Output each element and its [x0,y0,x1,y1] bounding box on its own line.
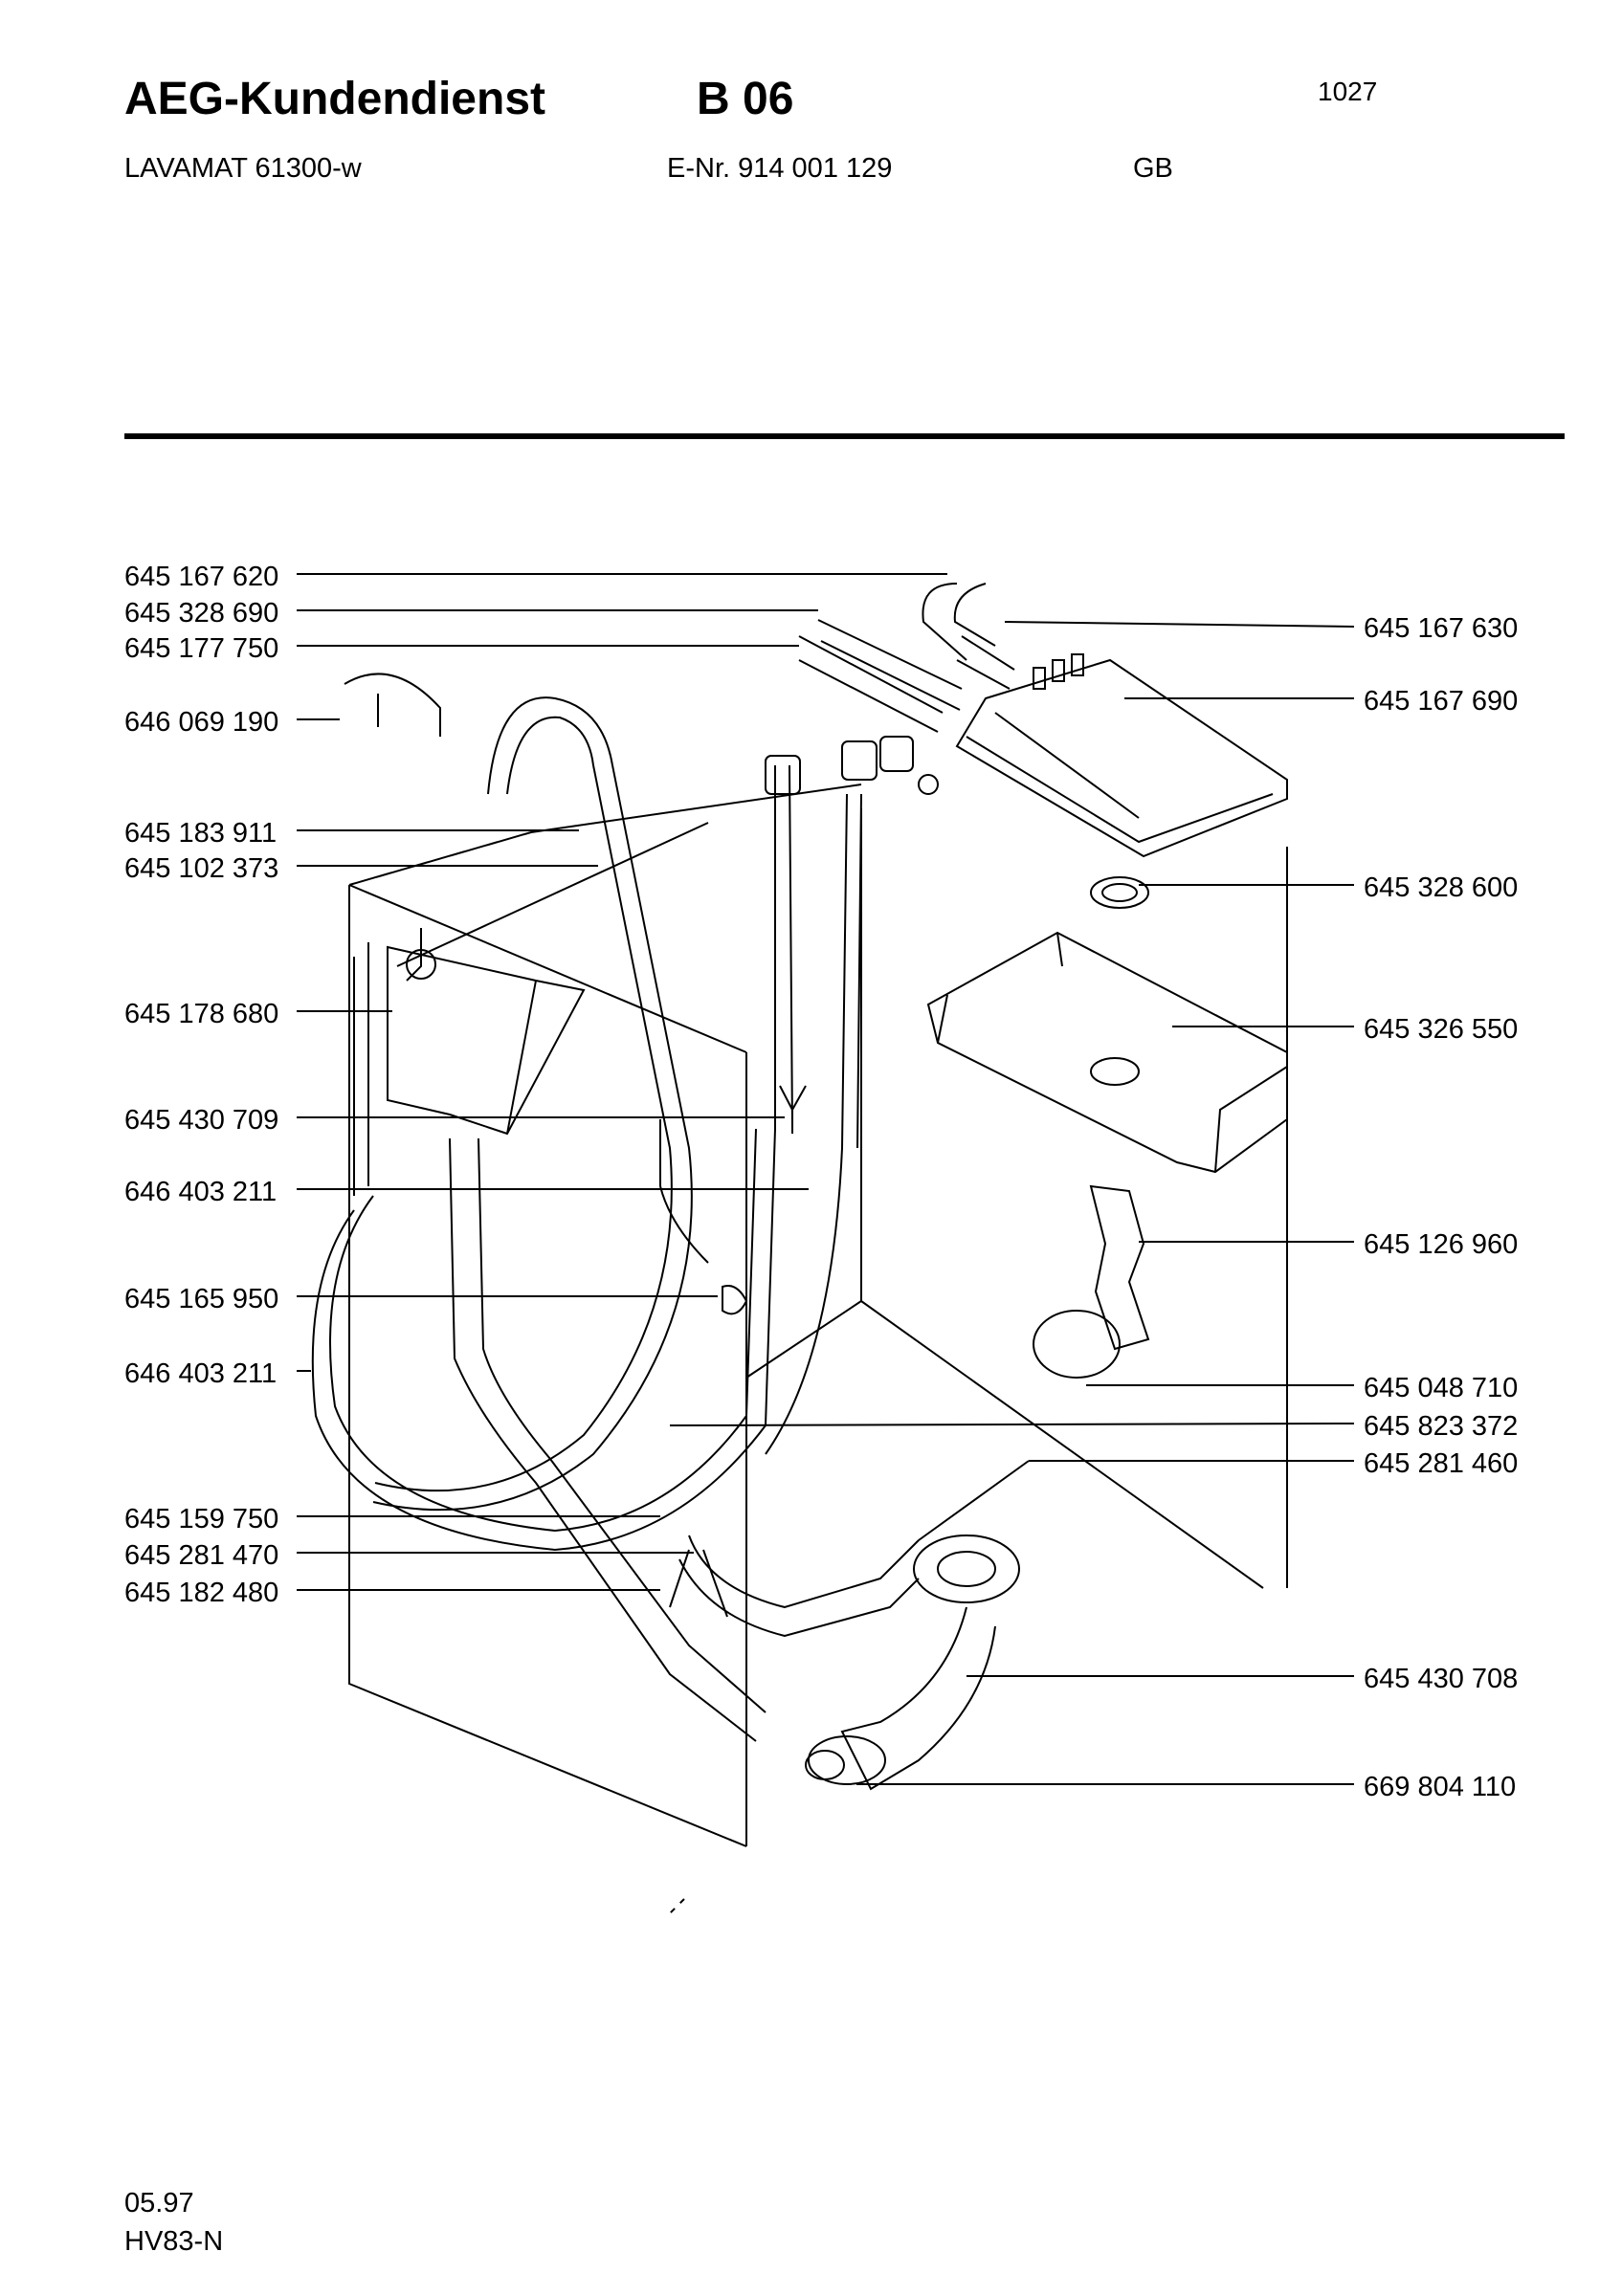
part-label-left-11: 646 403 211 [124,1358,277,1389]
part-label-right-9: 645 430 708 [1364,1664,1518,1694]
part-label-right-1: 645 167 630 [1364,613,1518,644]
footer-date: 05.97 [124,2188,194,2219]
part-label-left-13: 645 281 470 [124,1540,278,1571]
part-label-right-3: 645 328 600 [1364,872,1518,903]
part-label-left-6: 645 102 373 [124,853,278,884]
y-connector [344,673,807,1315]
top-tubes [798,583,1015,733]
page-number: 1027 [1318,77,1378,106]
part-label-left-2: 645 328 690 [124,598,278,629]
footer-code: HV83-N [124,2226,224,2257]
part-label-right-6: 645 048 710 [1364,1373,1518,1403]
detergent-drawer [955,653,1288,858]
model-name: LAVAMAT 61300-w [124,153,362,184]
main-hoses [311,696,862,1742]
header-divider [124,433,1565,439]
part-label-right-7: 645 823 372 [1364,1411,1518,1442]
cabinet-outline [348,784,1288,1914]
inlet-valves [765,736,939,795]
section-code: B 06 [697,74,794,124]
spray-hose [1033,1184,1150,1379]
e-number: E-Nr. 914 001 129 [667,153,893,184]
water-valve-left [353,822,709,1196]
part-label-left-10: 645 165 950 [124,1284,278,1314]
part-label-left-5: 645 183 911 [124,818,277,849]
part-label-left-9: 646 403 211 [124,1177,277,1207]
part-label-left-4: 646 069 190 [124,707,278,738]
leader-lines-right [669,621,1355,1785]
part-label-left-8: 645 430 709 [124,1105,278,1136]
part-label-left-1: 645 167 620 [124,562,278,592]
part-label-right-4: 645 326 550 [1364,1014,1518,1045]
part-numbers-left: 645 167 620 645 328 690 645 177 750 646 … [124,562,278,1608]
dispenser-tray [926,876,1288,1174]
brand-title: AEG-Kundendienst [124,74,545,124]
region-code: GB [1133,153,1173,184]
part-label-right-10: 669 804 110 [1364,1772,1516,1802]
part-label-right-2: 645 167 690 [1364,686,1518,717]
part-label-right-5: 645 126 960 [1364,1229,1518,1260]
part-label-left-3: 645 177 750 [124,633,278,664]
part-label-left-14: 645 182 480 [124,1578,278,1608]
part-numbers-right: 645 167 630 645 167 690 645 328 600 645 … [1364,613,1518,1802]
leader-lines-left [297,573,947,1591]
drain-assembly [659,1119,1020,1791]
part-label-left-12: 645 159 750 [124,1504,278,1534]
part-label-right-8: 645 281 460 [1364,1448,1518,1479]
part-label-left-7: 645 178 680 [124,999,278,1029]
